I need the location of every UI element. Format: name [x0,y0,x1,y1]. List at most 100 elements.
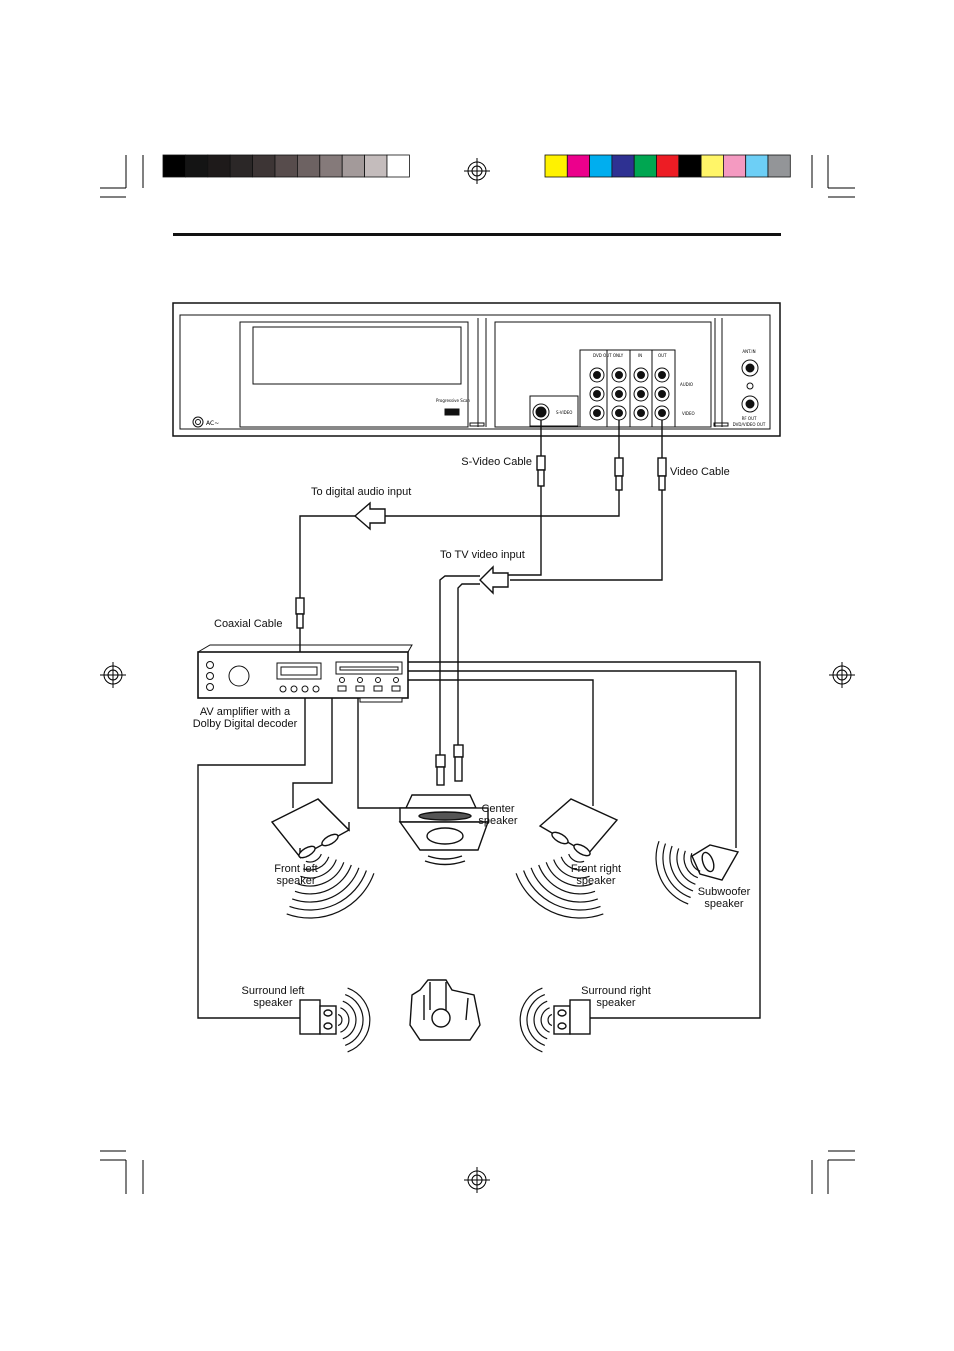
color-swatch [700,154,724,178]
sound-wave-arc [523,870,601,911]
gray-swatch [229,154,253,178]
jack-center [658,371,666,379]
surround-left-label-1: Surround left [241,985,305,997]
svideo-cable-label: S-Video Cable [461,456,532,468]
sound-wave-arc [533,1000,548,1040]
jack-center [593,371,601,379]
ac-label: AC~ [206,420,219,427]
sound-wave-arc [300,859,337,879]
header-rule [173,233,781,236]
front-left-speaker [270,798,351,859]
color-swatch [566,154,590,178]
subwoofer-label-1: Subwoofer [697,886,751,898]
color-scale-bar [544,154,791,178]
sound-wave-arc [289,870,367,911]
jack-center [637,409,645,417]
front-right-speaker [538,798,619,857]
coaxial-cable-label: Coaxial Cable [214,618,283,630]
jack-center [615,371,623,379]
dvd-vcr-back-panel [172,302,781,437]
out-label: OUT [658,353,667,358]
video-label: VIDEO [682,411,695,416]
center-label-1: Center [481,803,515,815]
target-mark-left [100,662,126,688]
sound-wave-arc [676,848,696,885]
sound-wave-arc [515,873,604,919]
jack-center [615,409,623,417]
sound-wave-arc [540,1007,550,1033]
sound-wave-arc [547,1013,553,1027]
subwoofer-label-2: speaker [704,898,744,910]
color-swatch [656,154,680,178]
sound-wave-arc [337,1013,343,1027]
sound-wave-arc [297,862,345,887]
front-right-label-2: speaker [576,875,616,887]
gray-swatch [252,154,276,178]
jack-center [637,390,645,398]
to-digital-audio-label: To digital audio input [311,486,412,498]
audio-label: AUDIO [680,382,693,387]
jack-center [593,390,601,398]
dvd-out-only-label: DVD OUT ONLY [593,353,624,358]
subwoofer-speaker [691,844,740,881]
sound-wave-arc [568,853,585,863]
gray-swatch [207,154,231,178]
color-swatch [723,154,747,178]
sound-wave-arc [655,840,689,905]
sound-wave-arc [291,867,360,903]
to-tv-video-label: To TV video input [440,549,525,561]
gray-swatch [296,154,321,178]
rf-out-label: RF OUT [742,416,757,421]
amp-label-line1: AV amplifier with a [199,706,291,718]
sound-wave-arc [526,994,546,1046]
sound-wave-arc [340,1007,350,1033]
rf-out-sub-label: DVD/VIDEO OUT [733,422,766,427]
center-label-2: speaker [478,815,518,827]
color-swatch [678,154,702,178]
surround-right-label-2: speaker [596,997,636,1009]
sound-wave-arc [662,843,691,899]
sound-wave-arc [669,845,694,892]
gray-swatch [341,154,366,178]
jack-center [615,390,623,398]
arrow-tv-video [479,565,509,595]
in-label: IN [638,353,642,358]
av-amplifier [197,644,413,703]
sound-wave-arc [538,864,596,895]
jack-center [658,409,666,417]
surround-left-speaker [299,999,337,1035]
sound-wave-arc [545,862,593,887]
front-left-label-1: Front left [274,863,318,875]
color-swatch [745,154,769,178]
sound-wave-arc [683,850,699,879]
front-left-label-2: speaker [276,875,316,887]
gray-swatch [162,154,186,178]
sound-wave-arc [286,873,375,919]
color-swatch [589,154,613,178]
sound-wave-arc [305,853,322,863]
arrow-digital-audio [353,501,386,531]
center-speaker [398,794,489,866]
target-mark-top [464,158,490,184]
gray-swatch [319,154,343,178]
sound-wave-arc [344,994,364,1046]
gray-swatch [184,154,209,178]
surround-left-label-2: speaker [253,997,293,1009]
sound-waves [286,840,701,1053]
video-cable-label: Video Cable [670,466,730,478]
speaker-wires [197,661,761,1019]
sound-wave-arc [690,852,701,872]
progressive-label: Progressive Scan [436,398,470,403]
surround-right-speaker [553,999,591,1035]
jack-center [637,371,645,379]
sound-wave-arc [560,856,588,871]
sound-wave-arc [530,867,599,903]
svideo-panel-label: S-VIDEO [556,410,572,415]
color-swatch [611,154,635,178]
gray-swatch [386,154,410,178]
listener-icon [409,979,481,1041]
cables [295,420,667,786]
sound-wave-arc [553,859,590,879]
jack-center [593,409,601,417]
